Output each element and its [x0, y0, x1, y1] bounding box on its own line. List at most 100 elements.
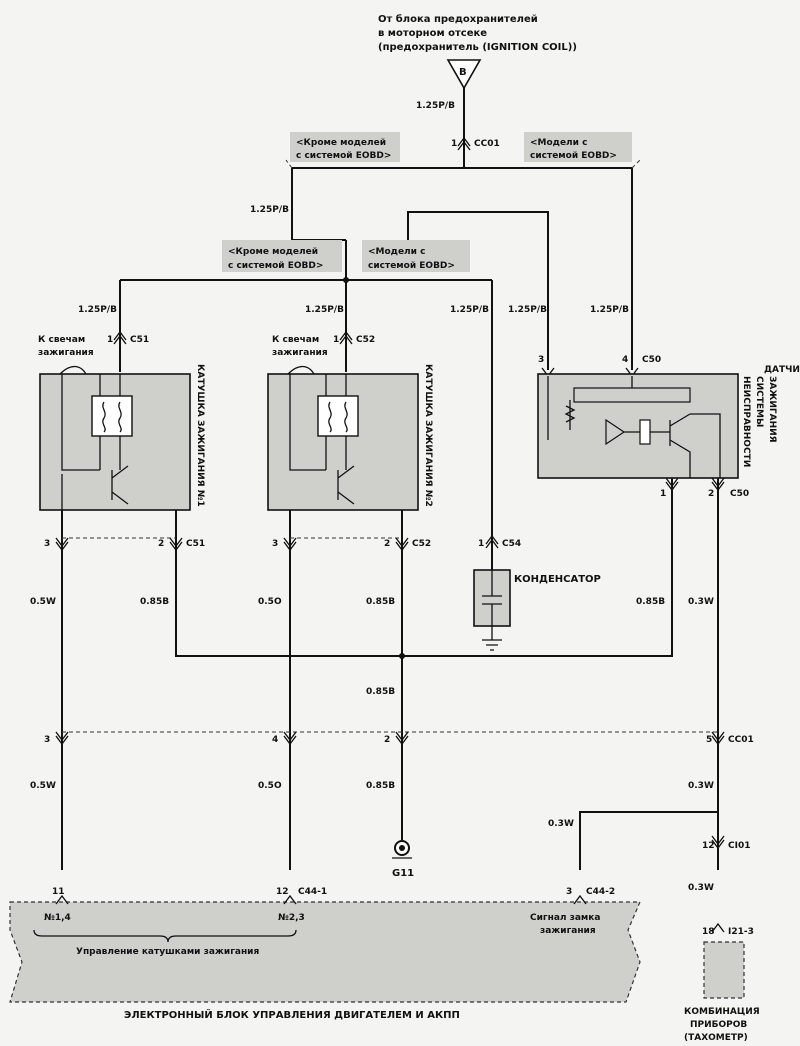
coil-1-title: КАТУШКА ЗАЖИГАНИЯ №1: [195, 364, 205, 507]
wire-label-125-c50-3: 1.25P/B: [508, 305, 547, 315]
sensor-internal: [624, 413, 721, 478]
resistor-icon: [564, 400, 576, 430]
spark-label-1b: зажигания: [38, 348, 94, 358]
coil-winding-icon: [102, 401, 122, 433]
c54-pin: 1: [478, 539, 484, 549]
source-line-1: От блока предохранителей: [378, 13, 538, 25]
c50-bottom-name: C50: [730, 489, 749, 499]
ground-dot: [399, 845, 405, 851]
cc01-top-name: CC01: [474, 139, 500, 149]
c51-bottom-pin3: 3: [44, 539, 50, 549]
coil-2-internal: [289, 374, 326, 471]
connector-c52-bottom-icon: [283, 537, 409, 552]
cluster-label-1: КОМБИНАЦИЯ: [684, 1007, 760, 1017]
ground-label: G11: [392, 868, 414, 879]
splice-ground: [399, 653, 405, 659]
wire-label-03w-a: 0.3W: [688, 597, 714, 607]
c50-bottom-pin2: 2: [708, 489, 714, 499]
wire-label-05w-a: 0.5W: [30, 597, 56, 607]
c44-2-pin: 3: [566, 887, 572, 897]
coil-2-title: КАТУШКА ЗАЖИГАНИЯ №2: [423, 364, 433, 507]
c51-top-name: C51: [130, 335, 149, 345]
sensor-title-2: НЕИСПРАВНОСТИ: [741, 376, 751, 467]
coil-icon: [91, 395, 133, 437]
ecu-body: [9, 901, 641, 1003]
cluster-label-2: ПРИБОРОВ: [690, 1020, 747, 1030]
wire-label-03w-d: 0.3W: [688, 883, 714, 893]
c44-2-name: C44-2: [586, 887, 615, 897]
wire-label-125-left: 1.25P/B: [250, 205, 289, 215]
c44-1-pin12: 12: [276, 887, 289, 897]
c44-1-pin11: 11: [52, 887, 65, 897]
ignition-coil-2: КАТУШКА ЗАЖИГАНИЯ №2: [267, 364, 433, 511]
sensor-title-4: ЗАЖИГАНИЯ: [767, 376, 777, 443]
c50-bottom-pin1: 1: [660, 489, 666, 499]
wire-085b-common: [175, 478, 673, 657]
branch-top-right-2: системой EOBD>: [530, 151, 617, 161]
sensor-body: [537, 373, 739, 479]
wire-label-03w-b: 0.3W: [688, 781, 714, 791]
wire-label-125-c54: 1.25P/B: [450, 305, 489, 315]
wire-label-085b-b: 0.85B: [366, 597, 395, 607]
sensor-internal: [547, 376, 633, 440]
wire-label-05w-b: 0.5W: [30, 781, 56, 791]
ci01-name: CI01: [728, 841, 750, 851]
wire-label-03w-c: 0.3W: [548, 819, 574, 829]
wire-03w-c44-2: [579, 811, 718, 870]
ci01-pin: 12: [702, 841, 715, 851]
fuse-source: От блока предохранителей в моторном отсе…: [378, 13, 577, 111]
ecu-no14: №1,4: [44, 913, 71, 923]
fuse-letter: B: [459, 67, 467, 78]
sensor-title-3: СИСТЕМЫ: [754, 376, 764, 427]
ecu-title: ЭЛЕКТРОННЫЙ БЛОК УПРАВЛЕНИЯ ДВИГАТЕЛЕМ И…: [124, 1008, 460, 1021]
ecu-ign-signal-2: зажигания: [540, 926, 596, 936]
i21-3-name: I21-3: [728, 927, 754, 937]
wire-label-125-c52: 1.25P/B: [305, 305, 344, 315]
i21-3-pin: 18: [702, 927, 715, 937]
c52-top-name: C52: [356, 335, 375, 345]
branch-mid-left-1: <Кроме моделей: [228, 247, 318, 257]
splice-mid: [343, 277, 349, 283]
ecu-brace: [33, 929, 297, 943]
sensor-title-1: ДАТЧИК: [764, 365, 800, 375]
branch-label-bg: [524, 132, 632, 162]
connector-c50-bottom-icon: [665, 477, 725, 492]
wire-label-085b-a: 0.85B: [140, 597, 169, 607]
wire-label-125-c50-4: 1.25P/B: [590, 305, 629, 315]
wire-label-085b-e: 0.85B: [366, 781, 395, 791]
connector-cc01-top-icon: [457, 136, 471, 151]
wire-label-085b-c: 0.85B: [636, 597, 665, 607]
branch-mid-right-2: системой EOBD>: [368, 261, 455, 271]
c50-top-name: C50: [642, 355, 661, 365]
connector-c52-top-icon: [339, 330, 353, 345]
spark-label-1a: К свечам: [38, 335, 85, 345]
capacitor-icon: [482, 570, 502, 651]
connector-c44-icon: [55, 894, 587, 905]
spark-arc-icon: [287, 365, 315, 375]
c54-name: C54: [502, 539, 521, 549]
branch-top-left-2: с системой EOBD>: [296, 151, 391, 161]
wire-label-05o-b: 0.5O: [258, 781, 282, 791]
connector-c54-icon: [485, 534, 499, 549]
cluster-label-3: (ТАХОМЕТР): [684, 1033, 748, 1043]
spark-label-2a: К свечам: [272, 335, 319, 345]
wire-label-source: 1.25P/B: [416, 101, 455, 111]
connector-ci01-icon: [711, 835, 725, 850]
spark-label-2b: зажигания: [272, 348, 328, 358]
c50-pin3: 3: [538, 355, 544, 365]
source-line-2: в моторном отсеке: [378, 28, 487, 39]
branch-top-left-1: <Кроме моделей: [296, 138, 386, 148]
coil-1-internal: [61, 374, 100, 471]
connector-cc01-mid-icon: [55, 731, 725, 746]
branch-mid-left-2: с системой EOBD>: [228, 261, 323, 271]
transistor-icon: [111, 465, 129, 505]
connector-c51-top-icon: [113, 330, 127, 345]
branch-marker: [285, 159, 641, 169]
ecu-ign-signal-1: Сигнал замка: [530, 913, 600, 923]
coil-winding-icon: [328, 401, 348, 433]
sensor-element-icon: [639, 419, 651, 445]
cc01-mid-pin3: 3: [44, 735, 50, 745]
connector-i21-icon: [711, 922, 725, 933]
fuse-triangle-icon: [446, 59, 482, 90]
